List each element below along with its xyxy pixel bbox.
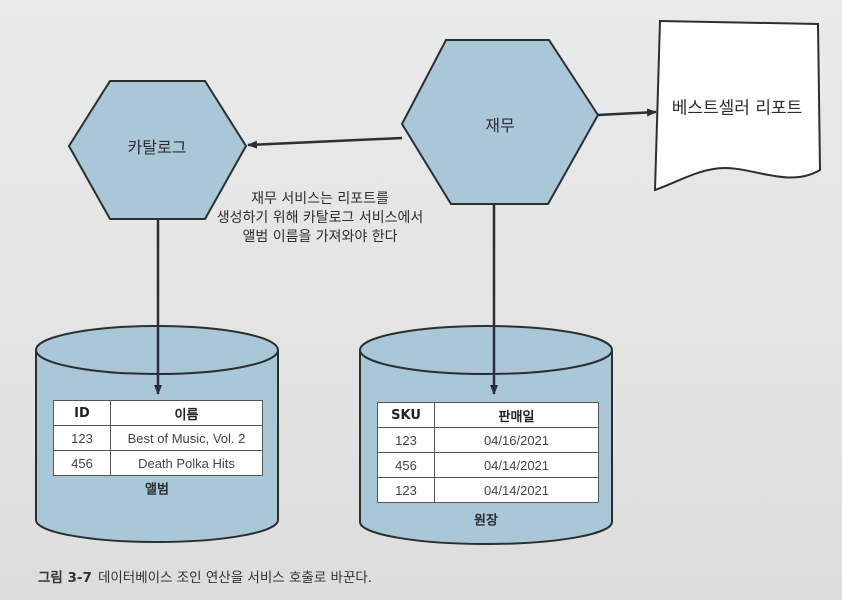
table-cell: 123	[377, 427, 435, 453]
catalog-service-label: 카탈로그	[127, 138, 187, 157]
catalog-service-hexagon	[67, 80, 248, 220]
figure-caption-text: 데이터베이스 조인 연산을 서비스 호출로 바꾼다.	[97, 570, 373, 586]
table-cell: Death Polka Hits	[110, 450, 263, 476]
table-header-row: ID 이름	[53, 400, 263, 426]
ledger-db-title: 원장	[474, 513, 498, 529]
finance-service-label: 재무	[485, 116, 515, 135]
column-header: 판매일	[434, 402, 599, 428]
table-cell: 04/14/2021	[434, 477, 599, 503]
column-header: 이름	[110, 400, 263, 426]
arrow-finance-to-report	[597, 108, 657, 117]
table-cell: 04/16/2021	[434, 427, 599, 453]
album-db-title: 앨범	[145, 482, 169, 498]
table-row: 456 04/14/2021	[377, 452, 599, 478]
annotation-line: 생성하기 위해 카탈로그 서비스에서	[216, 210, 424, 226]
table-row: 123 04/16/2021	[377, 427, 599, 453]
table-cell: 456	[53, 450, 111, 476]
arrow-finance-to-catalog	[247, 136, 403, 149]
annotation-line: 재무 서비스는 리포트를	[251, 191, 389, 207]
annotation-text: 재무 서비스는 리포트를 생성하기 위해 카탈로그 서비스에서 앨범 이름을 가…	[217, 190, 424, 247]
table-row: 123 Best of Music, Vol. 2	[53, 425, 263, 451]
finance-service-hexagon	[400, 39, 600, 205]
figure-caption: 그림 3-7 데이터베이스 조인 연산을 서비스 호출로 바꾼다.	[38, 566, 372, 586]
table-cell: 04/14/2021	[434, 452, 599, 478]
bestseller-report-document	[653, 19, 822, 192]
figure-number: 그림 3-7	[38, 570, 92, 586]
table-row: 456 Death Polka Hits	[53, 450, 263, 476]
column-header: ID	[53, 400, 111, 426]
table-cell: 456	[377, 452, 435, 478]
table-row: 123 04/14/2021	[377, 477, 599, 503]
table-header-row: SKU 판매일	[377, 402, 599, 428]
table-cell: 123	[377, 477, 435, 503]
annotation-line: 앨범 이름을 가져와야 한다	[242, 229, 398, 245]
column-header: SKU	[377, 402, 435, 428]
table-cell: 123	[53, 425, 111, 451]
bestseller-report-label: 베스트셀러 리포트	[671, 98, 803, 119]
album-table: ID 이름 123 Best of Music, Vol. 2 456 Deat…	[53, 400, 263, 476]
table-cell: Best of Music, Vol. 2	[110, 425, 263, 451]
ledger-table: SKU 판매일 123 04/16/2021 456 04/14/2021 12…	[377, 402, 599, 503]
